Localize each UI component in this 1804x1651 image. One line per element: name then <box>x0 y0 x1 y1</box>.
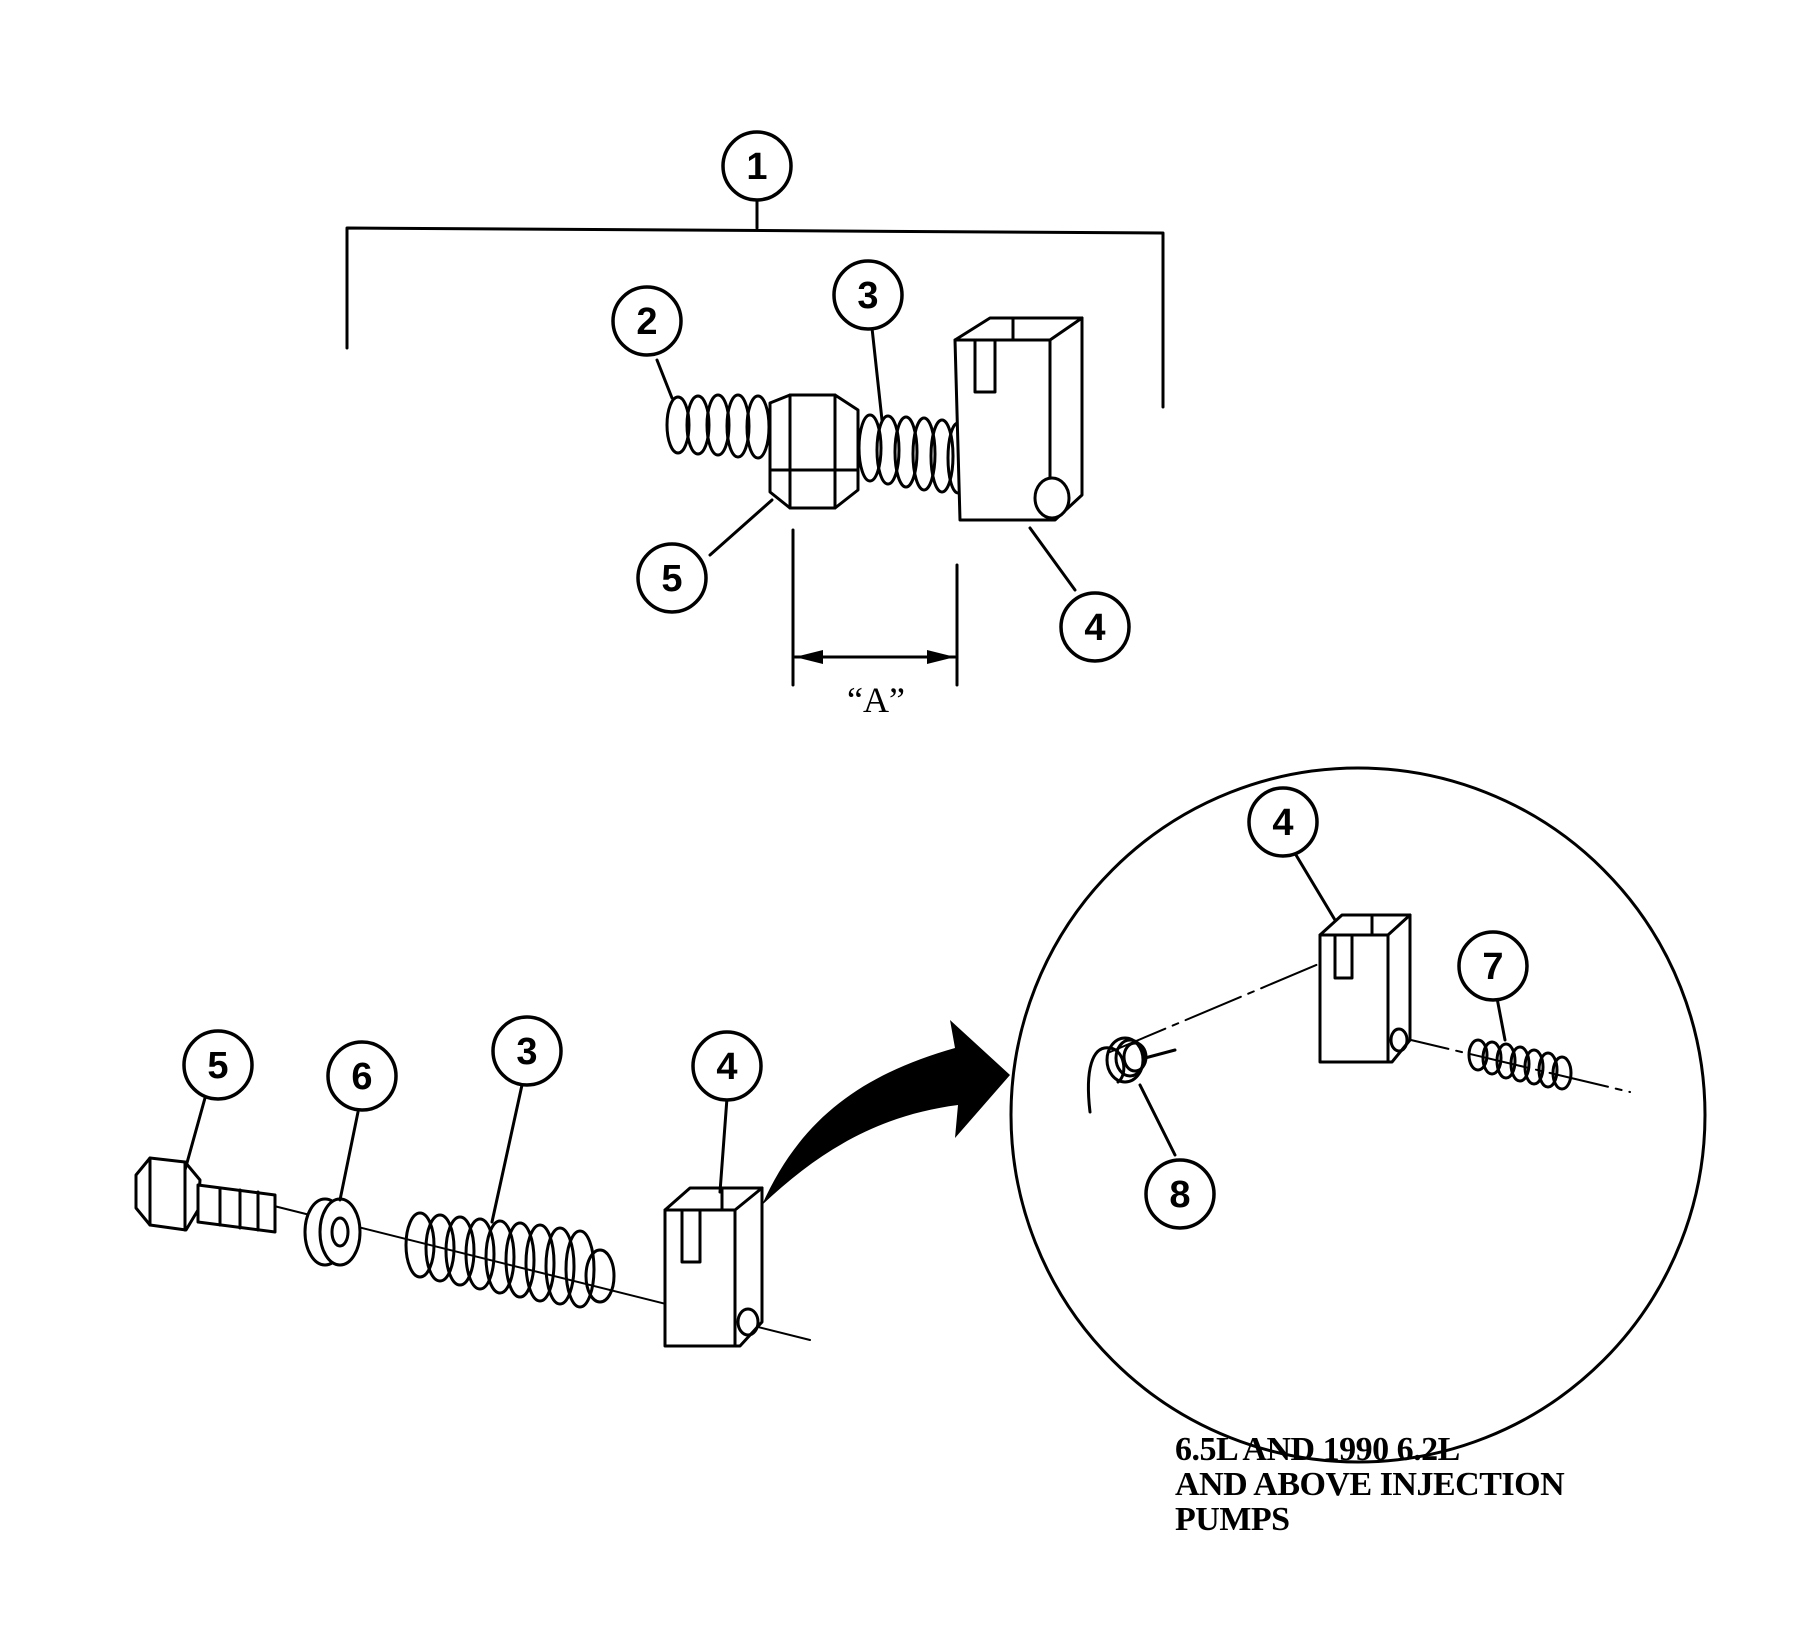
exploded-view <box>134 1020 1010 1348</box>
spring-part-2 <box>665 393 771 460</box>
washer-part-6 <box>303 1197 362 1267</box>
svg-text:4: 4 <box>716 1046 737 1088</box>
dimension-label: “A” <box>847 680 905 720</box>
block-part-4-top <box>953 316 1084 522</box>
spring-part-7 <box>1467 1038 1573 1091</box>
leader-lines-top <box>655 326 1077 592</box>
svg-text:6: 6 <box>351 1056 372 1098</box>
callout-2: 2 <box>611 285 683 357</box>
detail-centerline-left <box>1109 954 1341 1053</box>
caption-line-1: 6.5L AND 1990 6.2L <box>1175 1431 1460 1468</box>
spring-part-3-bottom <box>404 1211 616 1309</box>
svg-text:8: 8 <box>1169 1174 1190 1216</box>
svg-text:3: 3 <box>516 1031 537 1073</box>
callout-1: 1 <box>721 130 793 202</box>
svg-text:4: 4 <box>1084 607 1105 649</box>
hex-screw-part-5 <box>768 393 860 510</box>
callout-4-detail: 4 <box>1247 786 1319 858</box>
caption-line-2: AND ABOVE INJECTION <box>1175 1466 1565 1503</box>
svg-text:2: 2 <box>636 301 657 343</box>
svg-text:5: 5 <box>661 558 682 600</box>
caption-line-3: PUMPS <box>1175 1501 1290 1538</box>
callout-6: 6 <box>326 1040 398 1112</box>
callout-3-bottom: 3 <box>491 1015 563 1087</box>
torsion-spring-part-8 <box>1086 1036 1177 1114</box>
svg-text:4: 4 <box>1272 802 1293 844</box>
dimension-a: “A” <box>791 528 959 720</box>
callout-3-top: 3 <box>832 259 904 331</box>
block-part-4-bottom <box>663 1186 764 1348</box>
leader-lines-bottom <box>183 1083 729 1224</box>
callout-4-top: 4 <box>1059 591 1131 663</box>
callout-7: 7 <box>1457 930 1529 1002</box>
screw-part-5 <box>134 1156 277 1234</box>
detail-view <box>1009 766 1707 1464</box>
detail-pointer-arrow <box>762 1020 1010 1205</box>
svg-text:3: 3 <box>857 275 878 317</box>
svg-text:1: 1 <box>746 146 767 188</box>
detail-caption: 6.5L AND 1990 6.2L AND ABOVE INJECTION P… <box>1175 1432 1635 1537</box>
leader-lines-detail <box>1138 853 1507 1157</box>
block-part-4-detail <box>1318 913 1412 1064</box>
callout-4-bottom: 4 <box>691 1030 763 1102</box>
svg-text:7: 7 <box>1482 946 1503 988</box>
svg-text:5: 5 <box>207 1045 228 1087</box>
callout-5-top: 5 <box>636 542 708 614</box>
assembled-view: “A” <box>345 194 1165 720</box>
callout-5-bottom: 5 <box>182 1029 254 1101</box>
callout-8: 8 <box>1144 1158 1216 1230</box>
spring-part-3-top <box>857 413 970 495</box>
